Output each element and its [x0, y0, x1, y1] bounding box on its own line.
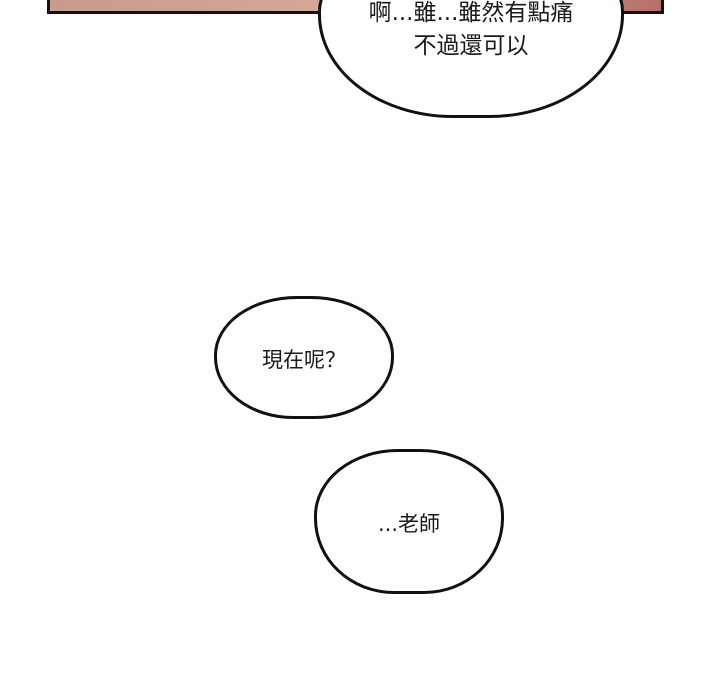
speech-bubble-what-now: 現在呢？ — [214, 296, 394, 419]
speech-line: 不過還可以 — [413, 33, 529, 59]
speech-bubble-pain: 啊...雖...雖然有點痛 不過還可以 — [318, 0, 624, 118]
speech-line: ...老師 — [377, 511, 441, 536]
speech-line: 現在呢？ — [262, 347, 346, 372]
speech-line: 啊...雖...雖然有點痛 — [368, 0, 574, 26]
speech-bubble-teacher: ...老師 — [314, 449, 504, 594]
